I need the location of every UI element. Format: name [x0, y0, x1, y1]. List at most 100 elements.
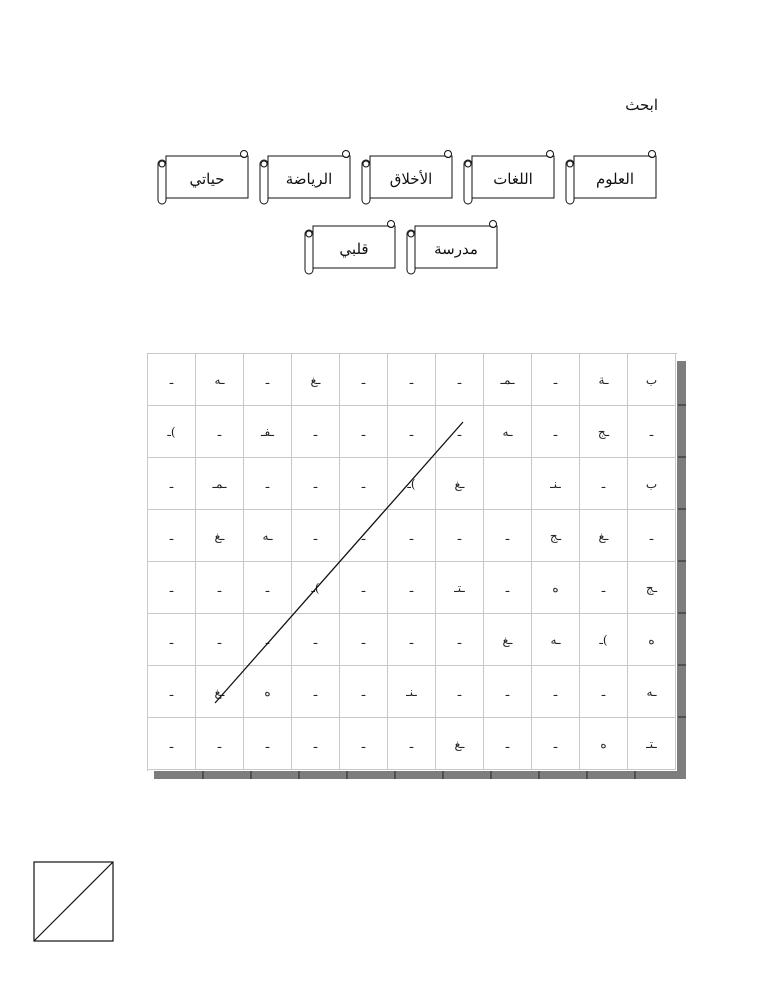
grid-cell: ـ	[340, 562, 388, 614]
grid-cell: ـ	[196, 562, 244, 614]
grid-ticks	[202, 404, 686, 779]
grid-cell: ـ	[388, 562, 436, 614]
grid-cell: ـ	[484, 718, 532, 770]
grid-cell: ه	[628, 614, 676, 666]
grid-cell: ب	[628, 354, 676, 406]
grid-cell: ـ	[388, 614, 436, 666]
grid-cell: ـج	[532, 510, 580, 562]
word-label: العلوم	[596, 170, 634, 188]
grid-cell	[484, 458, 532, 510]
word-label: الرياضة	[285, 170, 333, 188]
grid-cell: ـتـ	[628, 718, 676, 770]
grid-cell: ـ	[148, 562, 196, 614]
grid-cell: ـنـ	[388, 666, 436, 718]
grid-cell: ـ	[196, 614, 244, 666]
grid-cell: ـغ	[484, 614, 532, 666]
grid-cell: ـ	[484, 510, 532, 562]
grid-cell: ـه	[244, 510, 292, 562]
grid-cell: ـ	[388, 354, 436, 406]
grid-cell: ـ	[148, 614, 196, 666]
grid-cell: ـ	[580, 666, 628, 718]
word-scroll: حياتي	[155, 150, 251, 206]
grid-cell: ـ	[244, 458, 292, 510]
grid-cell: ـتـ	[436, 562, 484, 614]
grid-cell: ـه	[196, 354, 244, 406]
grid-cell: ب	[628, 458, 676, 510]
grid-cell: ـ	[532, 354, 580, 406]
word-label: الأخلاق	[389, 170, 433, 188]
grid-cell: ـ	[292, 614, 340, 666]
grid-cell: ـ(	[148, 406, 196, 458]
grid-cell: ـ	[628, 406, 676, 458]
grid-cell: ه	[532, 562, 580, 614]
grid-cell: ـ	[484, 666, 532, 718]
grid-cell: ـ	[436, 614, 484, 666]
word-scroll: اللغات	[461, 150, 557, 206]
page-title: ابحث	[625, 96, 658, 114]
grid-cell: ـ	[148, 666, 196, 718]
grid-cell: ه	[244, 666, 292, 718]
word-scroll: الرياضة	[257, 150, 353, 206]
word-scroll: الأخلاق	[359, 150, 455, 206]
grid-cell: ـ	[292, 406, 340, 458]
grid-cell: ـ	[340, 458, 388, 510]
grid-cell: ـ	[340, 666, 388, 718]
grid-cell: ـ	[244, 718, 292, 770]
word-label: حياتي	[189, 170, 225, 188]
word-scroll: قلبي	[302, 220, 398, 276]
letter-grid: ــهــغــــمـــةبـ(ــفــــــهــجـــمـــــ…	[147, 353, 677, 771]
grid-cell: ـ	[244, 614, 292, 666]
grid-cell: ـ	[436, 666, 484, 718]
grid-cell: ـ	[244, 354, 292, 406]
grid-cell: ـ	[388, 406, 436, 458]
grid-cell: ـ	[196, 406, 244, 458]
grid-cell: ـغ	[436, 458, 484, 510]
grid-cell: ـ(	[580, 614, 628, 666]
grid-cell: ـ	[484, 562, 532, 614]
grid-cell: ـ	[436, 406, 484, 458]
grid-cell: ـ	[580, 562, 628, 614]
grid-cell: ـه	[628, 666, 676, 718]
grid-cell: ـ	[148, 354, 196, 406]
grid-cell: ـمـ	[484, 354, 532, 406]
diagonal-box-icon	[33, 861, 114, 942]
word-scroll: مدرسة	[404, 220, 500, 276]
grid-cell: ـ	[292, 666, 340, 718]
grid-cell: ـغ	[196, 510, 244, 562]
grid-cell: ـ	[532, 666, 580, 718]
word-scroll: العلوم	[563, 150, 659, 206]
grid-cell: ـه	[532, 614, 580, 666]
grid-cell: ـ	[340, 406, 388, 458]
grid-cell: ـه	[484, 406, 532, 458]
grid-cell: ـ	[388, 718, 436, 770]
grid-cell: ـج	[628, 562, 676, 614]
grid-cell: ـ	[292, 458, 340, 510]
grid-cell: ـج	[580, 406, 628, 458]
grid-cell: ـ	[340, 718, 388, 770]
grid-cell: ـ	[436, 510, 484, 562]
grid-cell: ه	[580, 718, 628, 770]
grid-cell: ـ	[340, 354, 388, 406]
grid-cell: ـ	[436, 354, 484, 406]
grid-cell: ـ	[388, 510, 436, 562]
grid-cell: ـغ	[580, 510, 628, 562]
grid-cell: ـ	[148, 458, 196, 510]
grid-cell: ـ	[148, 510, 196, 562]
grid-cell: ـغ	[196, 666, 244, 718]
grid-cell: ـ	[244, 562, 292, 614]
grid-cell: ـ	[340, 614, 388, 666]
grid-cell: ـ	[580, 458, 628, 510]
word-label: مدرسة	[434, 240, 478, 258]
grid-cell: ـنـ	[532, 458, 580, 510]
grid-cell: ـ	[196, 718, 244, 770]
grid-cell: ـغ	[436, 718, 484, 770]
grid-cell: ـمـ	[196, 458, 244, 510]
word-label: اللغات	[493, 170, 533, 188]
grid-cell: ـغ	[292, 354, 340, 406]
grid-cell: ـفـ	[244, 406, 292, 458]
grid-cell: ـ	[532, 406, 580, 458]
word-label: قلبي	[339, 240, 369, 258]
grid-cell: ـ	[532, 718, 580, 770]
grid-cell: ـ	[628, 510, 676, 562]
